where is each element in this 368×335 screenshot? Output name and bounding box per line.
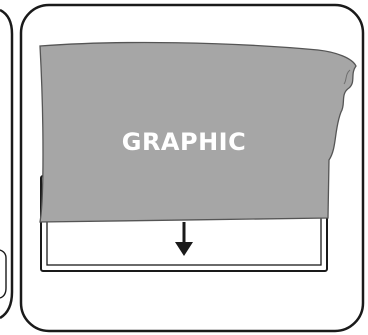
left-panel-inner-edge [0, 249, 7, 299]
left-panel-frame [0, 8, 14, 320]
sheet-fold-line [343, 69, 351, 85]
arrow-down-icon [175, 222, 193, 256]
graphic-label: GRAPHIC [122, 128, 246, 156]
graphic-sheet [39, 41, 357, 223]
